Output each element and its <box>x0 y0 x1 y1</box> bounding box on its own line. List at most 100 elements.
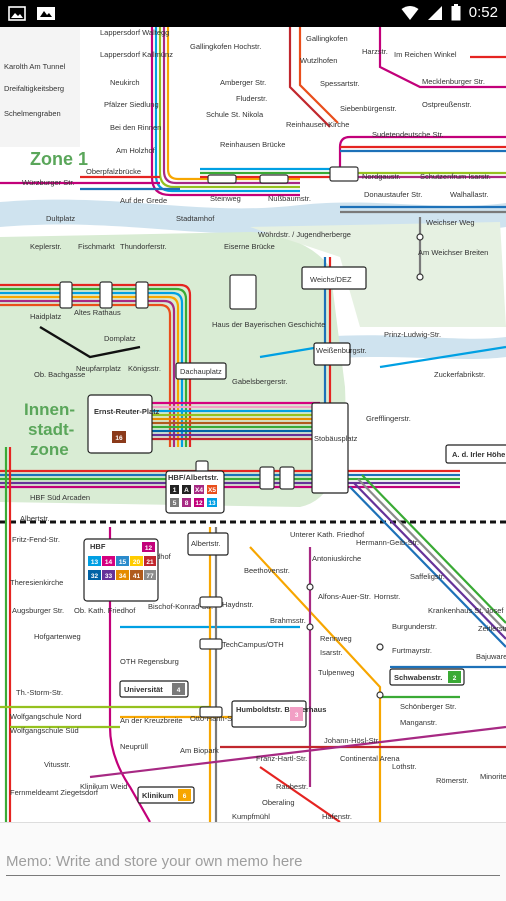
station-label: Th.-Storm-Str. <box>16 688 63 697</box>
station-label: Saffeligstr. <box>410 572 445 581</box>
station-label: Dreifaltigkeitsberg <box>4 84 64 93</box>
station-label: An der Kreuzbreite <box>120 716 183 725</box>
station-label: Unterer Kath. Friedhof <box>290 530 365 539</box>
station-label: Lappersdorf Kallmünz <box>100 50 173 59</box>
image-icon <box>8 6 26 21</box>
station-label: Beethovenstr. <box>244 566 290 575</box>
hub-hbf-albertstr[interactable]: HBF/Albertstr. 1 A X4 X5 5 8 12 13 <box>165 470 225 514</box>
hub-ernst-reuter-platz[interactable]: Ernst-Reuter-Platz 16 <box>87 394 160 454</box>
hub-dachauplatz[interactable]: Dachauplatz <box>175 362 227 380</box>
hub-badge: 13 <box>91 559 99 566</box>
station-label: Amberger Str. <box>220 78 266 87</box>
hub-label: Stobäusplatz <box>314 434 358 443</box>
station-label: Haydnstr. <box>222 600 254 609</box>
hub-weissenburgstr[interactable]: Weißenburgstr. <box>313 342 367 366</box>
station-label: Nußbaumstr. <box>268 194 311 203</box>
station-label: Kumpfmühl <box>232 812 270 821</box>
station-label: Wolfgangschule Nord <box>10 712 82 721</box>
station-label: Bei den Rinnen <box>110 123 161 132</box>
station-label: Schutzenfrum Isarstr. <box>420 172 491 181</box>
hub-badge: 33 <box>105 573 113 580</box>
station-label: Rennweg <box>320 634 352 643</box>
memo-input[interactable] <box>6 847 500 876</box>
hub-badge: X5 <box>208 487 216 494</box>
station-label: Oberaling <box>262 798 295 807</box>
station-label: Nordgaustr. <box>362 172 401 181</box>
hub-humboldtstr[interactable]: Humboldtstr. Bürgerhaus 3 <box>231 700 326 728</box>
station-label: Brahmsstr. <box>270 616 306 625</box>
hub-a-d-irler-hoehe[interactable]: A. d. Irler Höhe <box>445 444 506 464</box>
station-label: Johann-Hösl-Str. <box>324 736 380 745</box>
station-label: Fluderstr. <box>236 94 267 103</box>
station-label: Römerstr. <box>436 776 469 785</box>
station-label: Schönberger Str. <box>400 702 456 711</box>
battery-icon <box>451 4 461 21</box>
hub-universitaet[interactable]: Universität 4 <box>119 680 189 698</box>
station-label: Sudetendeutsche Str. <box>372 130 444 139</box>
station-label: Im Reichen Winkel <box>394 50 457 59</box>
station-label: Spessartstr. <box>320 79 360 88</box>
memo-panel <box>0 822 506 901</box>
hub-badge: 14 <box>105 559 113 566</box>
wifi-icon <box>401 5 419 20</box>
hub-badge: 32 <box>91 573 99 580</box>
station-label: Hornstr. <box>374 592 400 601</box>
station-label: Otto-Hahn-Str. <box>190 714 238 723</box>
hub-badge: A <box>184 487 189 494</box>
station-label: Reinhausen Kirche <box>286 120 349 129</box>
hub-weichs-dez[interactable]: Weichs/DEZ <box>301 266 367 290</box>
hub-klinikum[interactable]: Klinikum 6 <box>137 786 195 804</box>
hub-badge: 77 <box>146 573 154 580</box>
line-bundles <box>0 27 506 822</box>
station-label: Keplerstr. <box>30 242 62 251</box>
hub-stobaeusplatz[interactable]: Stobäusplatz <box>311 402 358 494</box>
station-label: Schelmengraben <box>4 109 61 118</box>
hub-badge: 12 <box>145 545 153 552</box>
hub-badge: 20 <box>133 559 141 566</box>
station-label: Minoritenweg <box>480 772 506 781</box>
station-label: Ob. Bachgasse <box>34 370 85 379</box>
station-label: Am Holzhof <box>116 146 156 155</box>
hub-hbf[interactable]: HBF 12 13 14 15 20 21 32 33 34 41 77 <box>83 538 159 602</box>
station-label: Alfons-Auer-Str. <box>318 592 371 601</box>
station-label: Walhallastr. <box>450 190 489 199</box>
station-label: Fritz-Fend-Str. <box>12 535 60 544</box>
station-label: HBF Süd Arcaden <box>30 493 90 502</box>
station-label: Haidplatz <box>30 312 62 321</box>
hub-schwabenstr[interactable]: Schwabenstr. 2 <box>389 668 465 686</box>
station-label: Manganstr. <box>400 718 437 727</box>
hub-badge: 12 <box>195 500 203 507</box>
hub-label: A. d. Irler Höhe <box>452 450 505 459</box>
station-label: Isarstr. <box>320 648 343 657</box>
gallery-icon <box>37 7 55 20</box>
innenstadt-label-2: stadt- <box>28 420 74 439</box>
station-label: Haus der Bayerischen Geschichte <box>212 320 325 329</box>
station-label: Steinweg <box>210 194 241 203</box>
station-label: Am Biopark <box>180 746 219 755</box>
station-label: Am Weichser Breiten <box>418 248 488 257</box>
hub-label: Weißenburgstr. <box>316 346 367 355</box>
station-label: Gabelsbergerstr. <box>232 377 287 386</box>
network-map-canvas[interactable]: Zone 1 Innen- stadt- zone <box>0 27 506 822</box>
hub-hbf-sued-arcaden[interactable]: Albertstr. <box>187 532 229 556</box>
station-label: Burgunderstr. <box>392 622 437 631</box>
station-label: OTH Regensburg <box>120 657 179 666</box>
station-label: Neukirch <box>110 78 140 87</box>
station-label: Gallingkofen Hochstr. <box>190 42 261 51</box>
transit-map[interactable]: Zone 1 Innen- stadt- zone <box>0 27 506 822</box>
station-label: Fernmeldeamt Ziegetsdorf <box>10 788 99 797</box>
station-label: Ostpreußenstr. <box>422 100 472 109</box>
station-label: Domplatz <box>104 334 136 343</box>
station-label: Franz-Hartl-Str. <box>256 754 307 763</box>
hub-badge: 21 <box>146 559 154 566</box>
station-label: Mecklenburger Str. <box>422 77 485 86</box>
stop-markers <box>59 166 424 718</box>
hub-badge: 13 <box>208 500 216 507</box>
station-label: Auf der Grede <box>120 196 167 205</box>
station-label: Bischof-Konrad-Str. <box>148 602 213 611</box>
hub-label: Klinikum <box>142 791 174 800</box>
hub-badge: 4 <box>177 687 181 694</box>
station-label: TechCampus/OTH <box>222 640 284 649</box>
hub-label: HBF/Albertstr. <box>168 473 218 482</box>
hub-label: Dachauplatz <box>180 367 222 376</box>
